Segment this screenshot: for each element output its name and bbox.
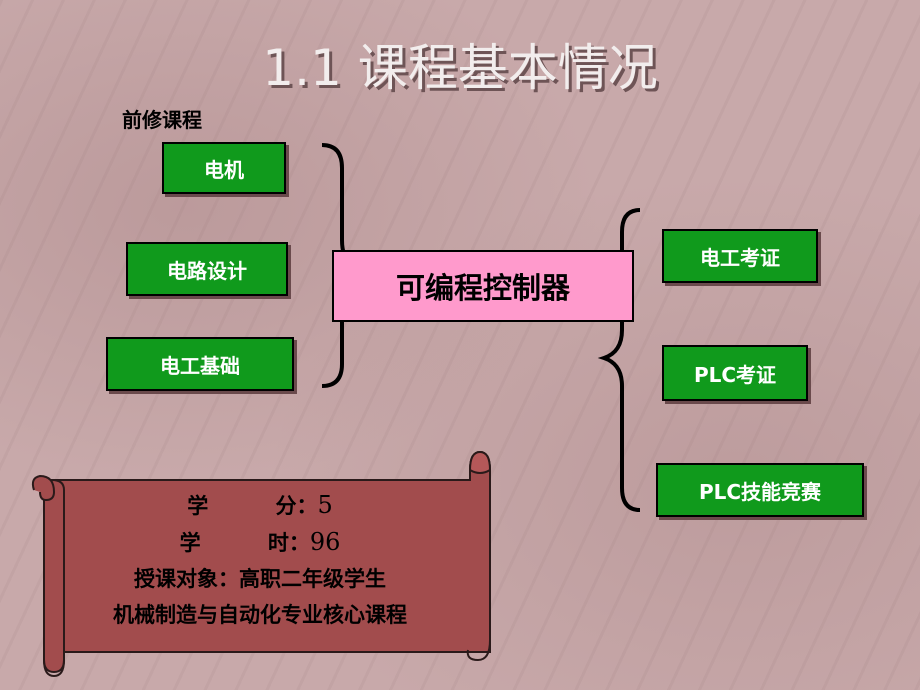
hours-label: 学 时：: [179, 531, 310, 555]
audience-line: 授课对象：高职二年级学生: [134, 567, 386, 591]
hours-value: 96: [309, 528, 341, 556]
prereq-label: 前修课程: [122, 108, 202, 132]
outcome-box-plc-cert: PLC考证: [662, 345, 808, 401]
slide-title: 1.1 课程基本情况: [262, 39, 658, 97]
prereq-box-motor: 电机: [162, 142, 286, 194]
outcome-box-electrician-cert: 电工考证: [662, 229, 818, 283]
hours-line: 学 时：96: [40, 524, 480, 561]
course-type-line: 机械制造与自动化专业核心课程: [113, 603, 407, 627]
scroll-content: 学 分：5 学 时：96 授课对象：高职二年级学生 机械制造与自动化专业核心课程: [40, 487, 480, 633]
credits-label: 学 分：: [187, 494, 318, 518]
center-course-box: 可编程控制器: [332, 250, 634, 322]
credits-line: 学 分：5: [40, 487, 480, 524]
prereq-box-circuit-design: 电路设计: [126, 242, 288, 296]
right-brace: [597, 208, 641, 512]
scroll-banner: [31, 450, 492, 678]
prereq-box-electrical-basics: 电工基础: [106, 337, 294, 391]
credits-value: 5: [317, 491, 333, 519]
outcome-box-plc-competition: PLC技能竞赛: [656, 463, 864, 517]
